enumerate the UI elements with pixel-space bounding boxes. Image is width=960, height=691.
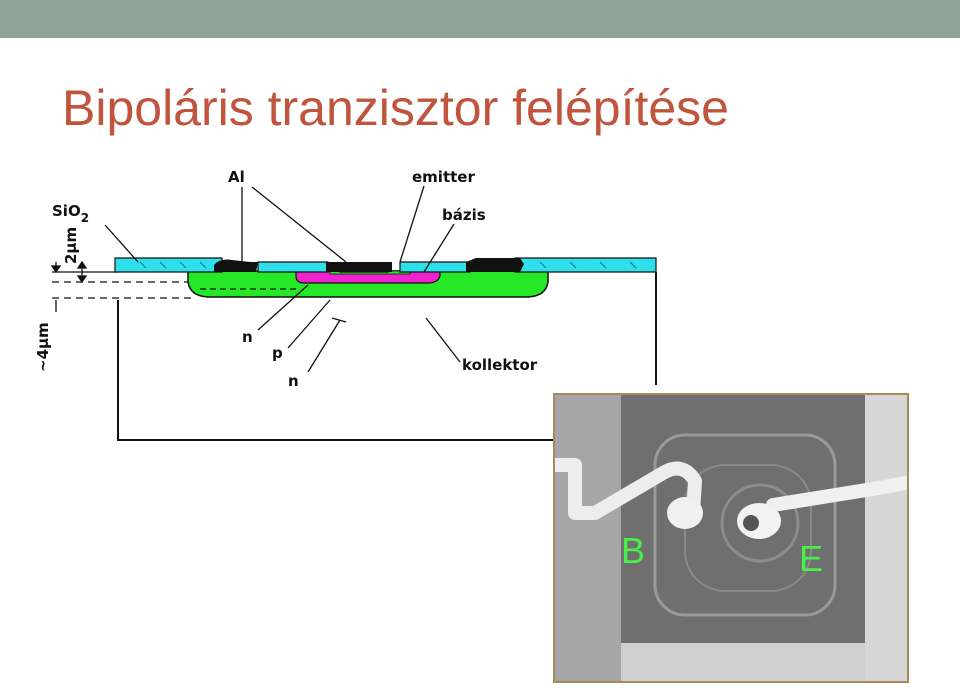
al-contact-right: [466, 258, 524, 272]
bond-wire-base: [555, 458, 702, 520]
bond-wire-emitter: [766, 476, 907, 512]
al-contact-left: [214, 259, 258, 272]
label-p: p: [272, 344, 283, 362]
label-sio2-subscript: 2: [81, 211, 89, 225]
chip-edge-right: [865, 395, 907, 681]
label-bazis: bázis: [442, 206, 486, 224]
photo-label-e: E: [799, 538, 824, 579]
label-2um: 2μm: [62, 227, 80, 264]
bond-ball-base: [667, 497, 703, 529]
device-outline-outer: [653, 433, 837, 617]
transistor-cross-section: Al emitter bázis SiO2 2μm ~4μm n p n kol…: [34, 168, 657, 441]
leader-lines: [104, 185, 461, 373]
label-n-lower: n: [288, 372, 299, 390]
chip-edge-left: [555, 395, 621, 681]
emitter-ring: [720, 483, 800, 563]
chip-bevel: [595, 643, 885, 681]
sem-micrograph: B E: [553, 393, 909, 683]
substrate-outline: [117, 272, 657, 441]
top-bar: [0, 0, 960, 38]
dimension-arrows: [50, 260, 88, 312]
label-al: Al: [228, 168, 245, 186]
emitter-ball-shadow: [743, 515, 759, 531]
label-4um: ~4μm: [34, 322, 52, 372]
collector-n-region: [187, 270, 549, 298]
sem-micrograph-drawing: [555, 395, 907, 681]
slide-title: Bipoláris tranzisztor felépítése: [62, 80, 729, 136]
label-emitter: emitter: [412, 168, 475, 186]
label-n-upper: n: [242, 328, 253, 346]
al-contact-emitter: [326, 262, 392, 272]
oxide-texture: [139, 261, 637, 269]
label-kollektor: kollektor: [462, 356, 538, 374]
label-sio2: SiO2: [52, 202, 89, 225]
photo-label-b: B: [621, 530, 646, 571]
